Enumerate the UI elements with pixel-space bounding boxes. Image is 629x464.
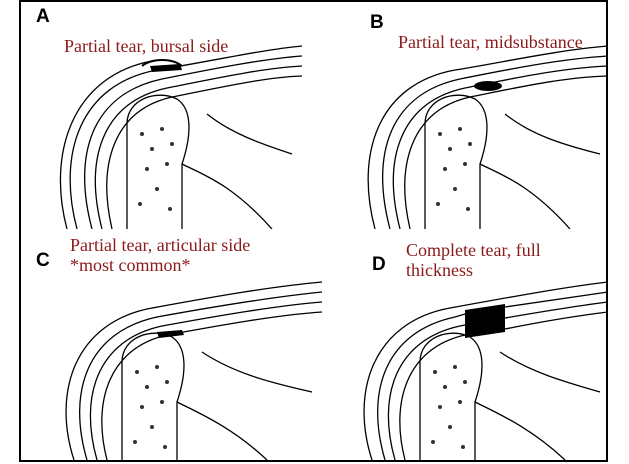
panel-caption: Partial tear, articular side *most commo… <box>70 235 250 275</box>
panel-a: A Partial tear, bursal side <box>32 4 302 229</box>
panel-d: D Complete tear, full thickness <box>330 232 608 460</box>
panel-caption: Partial tear, bursal side <box>64 36 228 56</box>
panel-letter: B <box>370 12 384 34</box>
panel-letter: D <box>372 254 386 276</box>
panel-b: B Partial tear, midsubstance <box>330 4 608 229</box>
panel-c: C Partial tear, articular side *most com… <box>32 232 322 460</box>
panel-letter: A <box>36 6 50 28</box>
panel-caption: Partial tear, midsubstance <box>398 32 583 52</box>
panel-caption: Complete tear, full thickness <box>406 240 541 280</box>
panel-letter: C <box>36 250 50 272</box>
